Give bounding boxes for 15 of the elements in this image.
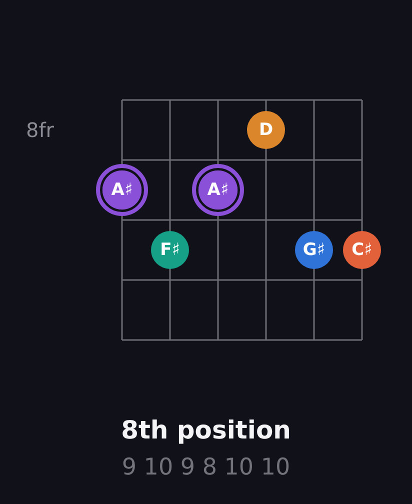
note-dot [295,231,333,269]
note-name: A♯ [111,182,133,198]
note-name: F♯ [160,242,180,258]
note-name: C♯ [352,242,372,258]
start-fret-label: 8fr [26,120,54,140]
position-title: 8th position [121,418,291,442]
note-name: G♯ [302,242,326,258]
note-name: D [258,122,274,138]
note-dot [247,111,285,149]
note-dot [343,231,381,269]
note-name: A♯ [207,182,229,198]
root-note-dot [192,164,244,216]
fret-numbers: 9 10 9 8 10 10 [122,456,290,480]
note-dot [151,231,189,269]
root-note-dot [96,164,148,216]
